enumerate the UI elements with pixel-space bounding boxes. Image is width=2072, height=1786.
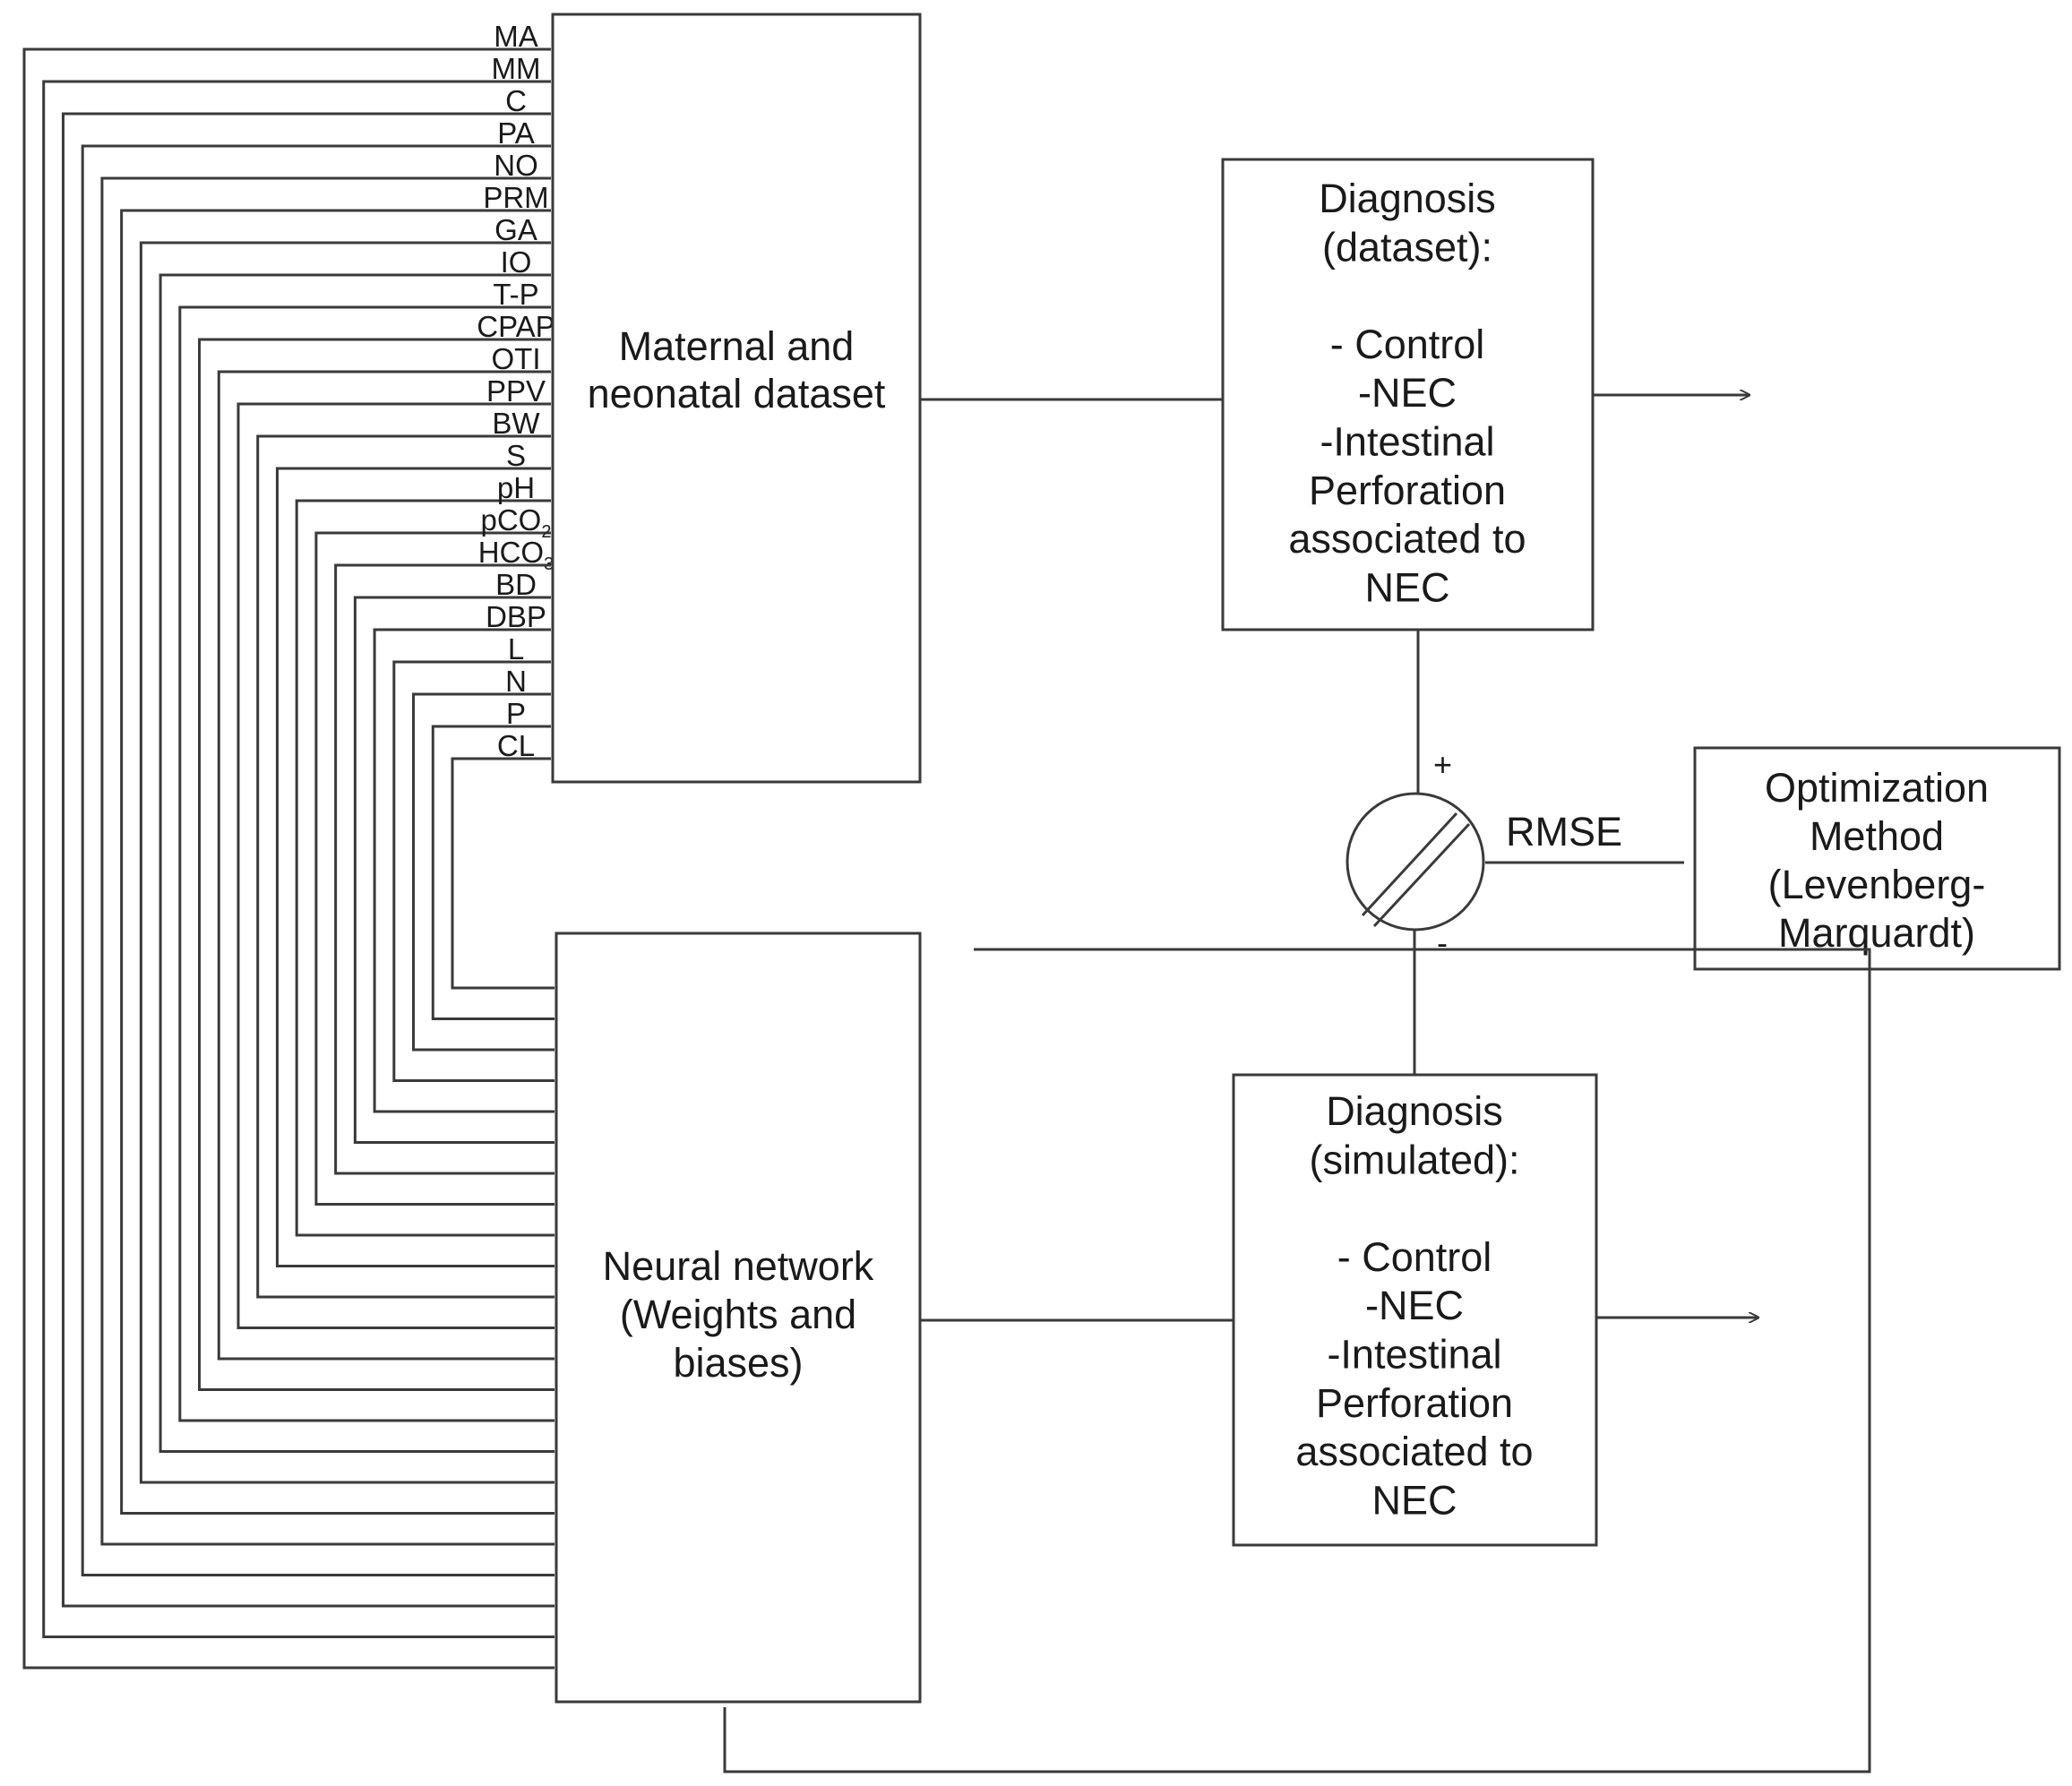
box-text-line: Diagnosis xyxy=(1326,1088,1503,1134)
input-wire xyxy=(81,144,555,1576)
box-text-line: NEC xyxy=(1364,564,1449,610)
input-wire xyxy=(100,176,555,1546)
input-wire xyxy=(42,80,555,1638)
box-text-line: Optimization xyxy=(1765,765,1989,811)
box-text-line: associated to xyxy=(1295,1429,1533,1474)
neural-network-box xyxy=(555,932,922,1704)
input-label: HCO3 xyxy=(478,536,554,574)
input-label: PPV xyxy=(486,374,546,408)
input-label: P xyxy=(506,697,526,730)
input-label: BD xyxy=(495,568,537,601)
input-wire xyxy=(178,305,555,1422)
sum-plus-sign: + xyxy=(1433,746,1452,783)
input-wire xyxy=(139,241,555,1484)
box-text-line: (Weights and xyxy=(620,1292,856,1337)
input-wire xyxy=(334,563,555,1175)
input-label: GA xyxy=(494,213,537,246)
input-label: T-P xyxy=(493,278,538,311)
input-wire xyxy=(392,660,555,1082)
box-text-line: Perforation xyxy=(1316,1380,1513,1426)
input-wire xyxy=(373,628,555,1113)
input-label: MM xyxy=(492,52,541,85)
input-label: DBP xyxy=(486,600,546,633)
box-text-line: biases) xyxy=(673,1340,803,1386)
box-text-line: - Control xyxy=(1330,322,1485,367)
input-wire xyxy=(314,531,555,1206)
input-wire xyxy=(412,692,555,1052)
input-wire xyxy=(198,338,555,1391)
input-wire xyxy=(120,209,555,1515)
input-wire xyxy=(295,499,555,1237)
input-label: pCO2 xyxy=(481,503,552,542)
input-label: CL xyxy=(497,729,535,762)
input-wire xyxy=(275,467,555,1267)
input-wire xyxy=(256,434,555,1299)
box-text-line: -Intestinal xyxy=(1320,419,1494,465)
box-text-line: Diagnosis xyxy=(1319,176,1496,221)
input-label: PA xyxy=(497,116,535,150)
input-label: L xyxy=(508,632,524,665)
input-label: S xyxy=(506,439,526,472)
input-label: BW xyxy=(492,407,540,440)
sum-minus-sign: - xyxy=(1437,924,1448,961)
input-labels: MAMMCPANOPRMGAIOT-PCPAPOTIPPVBWSpHpCO2HC… xyxy=(477,20,555,762)
input-label: pH xyxy=(497,471,535,504)
diagnosis-dataset-box xyxy=(1221,158,1595,631)
box-text-line: Method xyxy=(1810,813,1944,859)
input-label: PRM xyxy=(483,181,548,214)
input-wire xyxy=(22,47,555,1670)
box-text-line: -Intestinal xyxy=(1327,1332,1501,1378)
input-wire xyxy=(61,112,555,1608)
diagnosis-simulated-label: Diagnosis(simulated): - Control-NEC-Intes… xyxy=(1295,1088,1533,1523)
input-wire xyxy=(431,725,555,1020)
input-label: N xyxy=(505,665,527,698)
summing-junction xyxy=(1346,792,1485,932)
input-label: OTI xyxy=(492,342,541,375)
dataset-box xyxy=(551,13,922,784)
rmse-label: RMSE xyxy=(1506,809,1622,854)
input-label: NO xyxy=(494,149,538,182)
box-text-line: (simulated): xyxy=(1309,1137,1519,1182)
input-label: CPAP xyxy=(477,310,555,343)
box-text-line: Maternal and xyxy=(619,323,855,369)
box-text-line: neonatal dataset xyxy=(588,371,886,416)
box-text-line: Neural network xyxy=(603,1243,874,1289)
input-wire xyxy=(451,757,555,990)
input-wire xyxy=(236,402,555,1329)
box-text-line: -NEC xyxy=(1358,370,1457,416)
input-wires xyxy=(22,47,555,1670)
box-text-line: -NEC xyxy=(1365,1283,1464,1328)
input-label: MA xyxy=(494,20,538,53)
input-label: C xyxy=(505,84,527,117)
input-wire xyxy=(159,273,555,1453)
optimization-feedback-line xyxy=(723,948,1871,1773)
optimization-method-box xyxy=(1693,746,2061,971)
diagnosis-dataset-label: Diagnosis(dataset): - Control-NEC-Intesti… xyxy=(1288,176,1526,610)
box-text-line: (dataset): xyxy=(1322,224,1492,270)
input-wire xyxy=(353,596,555,1144)
box-text-line: NEC xyxy=(1371,1477,1457,1523)
input-wire xyxy=(217,370,555,1361)
input-label: IO xyxy=(501,245,532,279)
diagnosis-simulated-box xyxy=(1232,1073,1598,1547)
box-text-line: (Levenberg- xyxy=(1768,862,1986,907)
box-text-line: associated to xyxy=(1288,516,1526,562)
box-text-line: Perforation xyxy=(1309,468,1506,513)
box-text-line: - Control xyxy=(1337,1234,1492,1280)
